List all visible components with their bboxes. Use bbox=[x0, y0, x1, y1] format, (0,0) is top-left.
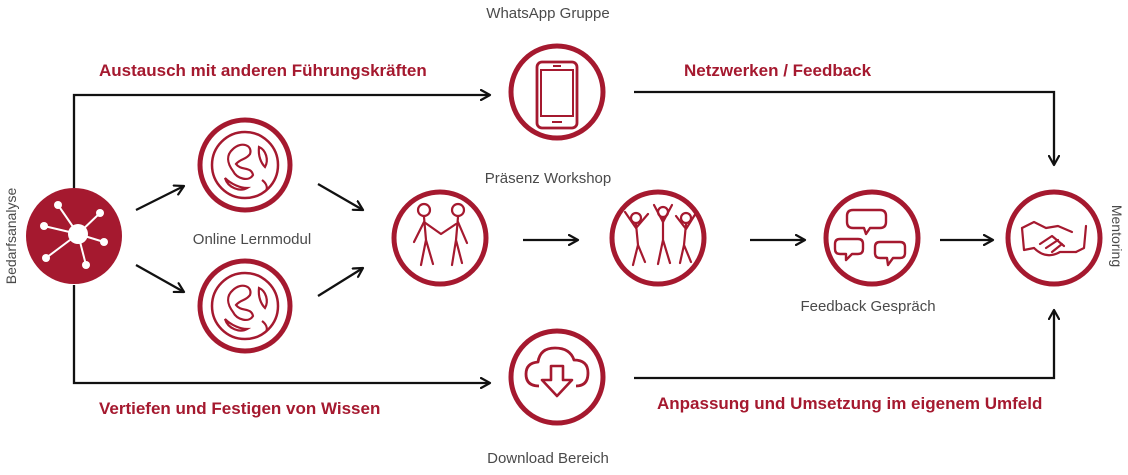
arrow-hub-to-globe-top bbox=[135, 186, 184, 212]
people-handshake-icon bbox=[391, 189, 489, 287]
whatsapp-group-label: WhatsApp Gruppe bbox=[486, 5, 610, 22]
flow-label-networking: Netzwerken / Feedback bbox=[684, 61, 872, 80]
arrow-hub-to-globe-bottom bbox=[135, 263, 184, 292]
flow-label-apply: Anpassung und Umsetzung im eigenem Umfel… bbox=[657, 394, 1043, 413]
smartphone-icon bbox=[508, 43, 606, 141]
mentoring-label: Mentoring bbox=[1109, 204, 1125, 268]
download-area-label: Download Bereich bbox=[487, 450, 609, 467]
connector-bottom-left bbox=[72, 285, 490, 383]
connector-bottom-right bbox=[634, 310, 1054, 380]
arrow-globe-top-to-pair bbox=[317, 183, 363, 210]
connector-top-left bbox=[72, 95, 490, 188]
connector-top-right bbox=[634, 90, 1054, 165]
online-module-label: Online Lernmodul bbox=[192, 231, 312, 248]
cloud-download-icon bbox=[508, 328, 606, 426]
speech-bubbles-icon bbox=[823, 189, 921, 287]
handshake-icon bbox=[1005, 189, 1103, 287]
feedback-label: Feedback Gespräch bbox=[800, 298, 936, 315]
globe-icon bbox=[197, 258, 293, 354]
needs-analysis-label: Bedarfsanalyse bbox=[3, 187, 19, 285]
flow-label-deepen: Vertiefen und Festigen von Wissen bbox=[99, 399, 381, 418]
globe-icon bbox=[197, 117, 293, 213]
arrow-globe-bottom-to-pair bbox=[317, 268, 363, 297]
workshop-label: Präsenz Workshop bbox=[484, 170, 612, 187]
people-celebrating-icon bbox=[609, 189, 707, 287]
network-hub-icon bbox=[26, 188, 122, 284]
flow-label-exchange: Austausch mit anderen Führungskräften bbox=[99, 61, 427, 80]
